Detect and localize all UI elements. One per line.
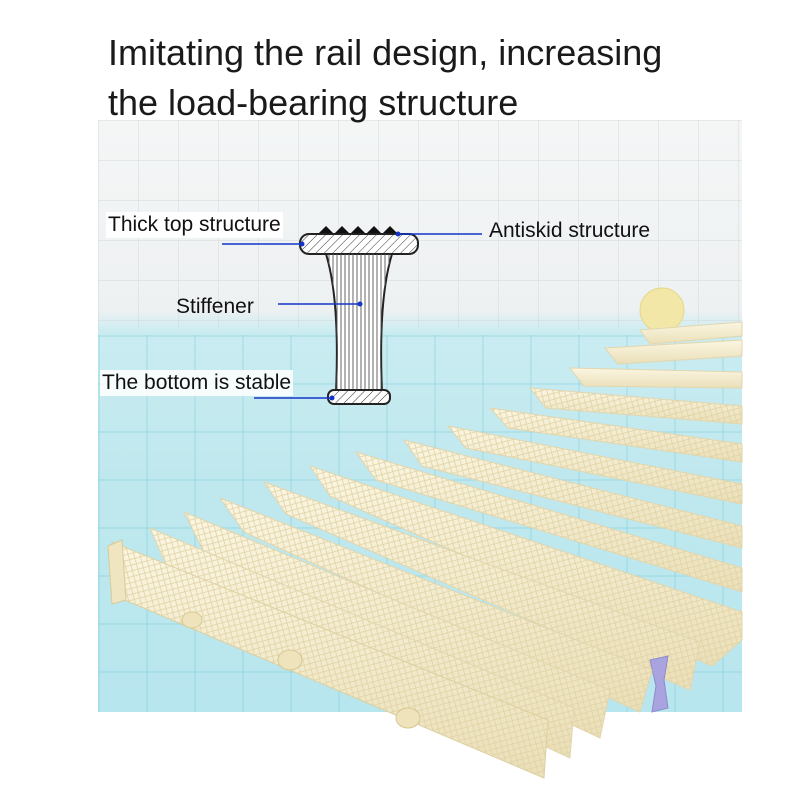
callout-lines xyxy=(222,231,482,401)
pool-ball xyxy=(639,287,685,333)
label-bottom-stable: The bottom is stable xyxy=(100,370,294,396)
label-antiskid-structure: Antiskid structure xyxy=(489,219,651,242)
grating-bar xyxy=(568,367,743,389)
grating-bar xyxy=(107,539,549,779)
grating-bar xyxy=(488,407,743,463)
grating-bar xyxy=(639,321,743,345)
headline: Imitating the rail design, increasing th… xyxy=(108,28,748,128)
label-thick-top-structure: Thick top structure xyxy=(106,212,283,238)
grating-bar xyxy=(528,387,743,425)
cross-section-diagram xyxy=(299,226,419,405)
grating xyxy=(107,321,743,779)
connector-peg xyxy=(181,611,203,629)
antiskid-teeth xyxy=(318,226,398,234)
grating-bar xyxy=(446,425,743,505)
grating-bar xyxy=(218,496,653,713)
grating-bar xyxy=(402,439,743,549)
connector-peg xyxy=(395,707,421,729)
grating-bar xyxy=(354,451,743,593)
grating-bar xyxy=(308,465,743,667)
label-stiffener: Stiffener xyxy=(176,295,254,318)
grating-bar xyxy=(603,339,743,365)
headline-line-1: Imitating the rail design, increasing xyxy=(108,32,663,73)
blue-clip xyxy=(649,655,669,713)
connector-peg xyxy=(277,649,303,671)
grating-bar xyxy=(262,480,701,713)
headline-line-2: the load-bearing structure xyxy=(108,82,519,123)
